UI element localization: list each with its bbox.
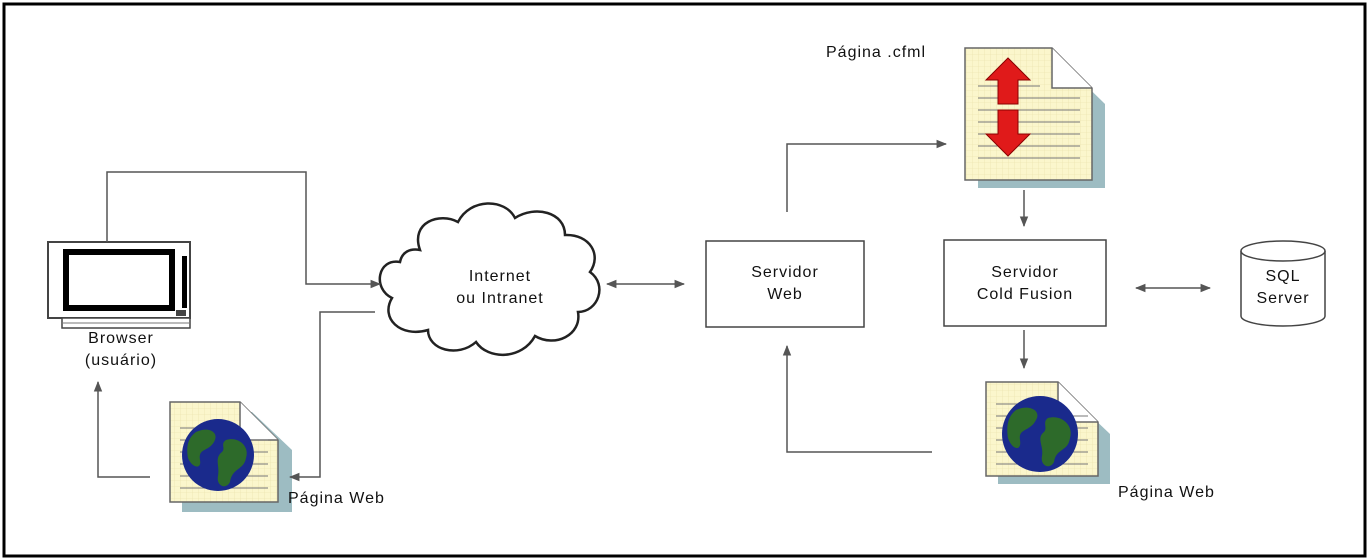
webserver-label-line2: Web (767, 286, 803, 303)
web-server-box (705, 240, 865, 328)
internet-label-line2: ou Intranet (456, 290, 544, 307)
browser-label-line2: (usuário) (84, 352, 158, 369)
cloud-icon (378, 202, 601, 356)
cfserver-label-line1: Servidor (991, 264, 1059, 281)
arrow-webpage-to-browser (93, 380, 150, 478)
monitor-icon (47, 241, 191, 329)
coldfusion-server-box (943, 239, 1107, 327)
sql-label: SQL Server (1238, 266, 1328, 310)
arrow-browser-to-internet (106, 171, 382, 289)
connectors (93, 139, 1212, 482)
database-icon (1240, 240, 1326, 327)
cfserver-label: Servidor Cold Fusion (944, 262, 1106, 306)
internet-label-line1: Internet (468, 268, 532, 285)
sql-label-line1: SQL (1265, 268, 1301, 285)
arrow-webpage-to-webserver (782, 344, 932, 453)
arrow-internet-to-webpage (288, 311, 375, 482)
sql-label-line2: Server (1256, 290, 1310, 307)
webserver-label-line1: Servidor (751, 264, 819, 281)
browser-label-line1: Browser (88, 330, 154, 347)
webpage-right-label: Página Web (1118, 484, 1215, 501)
webserver-label: Servidor Web (706, 262, 864, 306)
cfml-page-icon (964, 47, 1105, 188)
webpage-left-label: Página Web (288, 490, 385, 507)
browser-label: Browser (usuário) (50, 328, 192, 372)
arrow-webserver-to-cfml (786, 139, 948, 212)
cfml-page-label: Página .cfml (826, 44, 927, 61)
cfserver-label-line2: Cold Fusion (976, 286, 1074, 303)
web-page-icon (169, 401, 292, 512)
internet-label: Internet ou Intranet (420, 266, 580, 310)
web-page-icon (985, 381, 1110, 484)
